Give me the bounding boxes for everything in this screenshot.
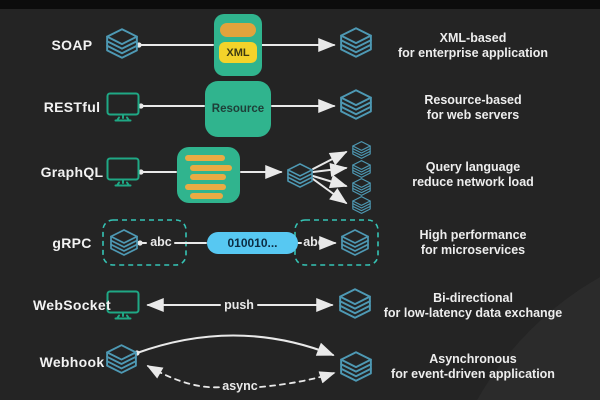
xml-payload-badge: XML — [219, 42, 257, 63]
description-websocket: Bi-directional for low-latency data exch… — [383, 291, 563, 320]
description-soap: XML-based for enterprise application — [397, 31, 549, 60]
description-grpc: High performance for microservices — [419, 228, 527, 257]
webhook-async-label: async — [222, 379, 258, 393]
server-stack-icon — [352, 141, 371, 159]
protocol-label-soap: SOAP — [51, 37, 93, 53]
server-stack-icon — [352, 196, 371, 214]
graphql-fanout-arrow-2 — [312, 162, 348, 177]
graphql-fanout-arrow-4 — [312, 178, 348, 205]
top-letterbox-bar — [0, 0, 600, 9]
graphql-fanout-arrow-1 — [312, 151, 348, 170]
resource-box: Resource — [205, 81, 271, 137]
query-line — [190, 164, 232, 171]
envelope-flap — [220, 23, 256, 37]
grpc-server-payload-label: abc — [303, 235, 325, 249]
description-restful: Resource-based for web servers — [424, 93, 522, 122]
soap-envelope-icon: XML — [214, 14, 262, 76]
description-webhook: Asynchronous for event-driven applicatio… — [391, 352, 555, 381]
protocol-label-restful: RESTful — [43, 99, 101, 115]
server-stack-icon — [287, 163, 313, 188]
webhook-request-curve — [136, 334, 335, 356]
query-line — [190, 174, 226, 180]
query-line — [185, 183, 226, 190]
webhook-async-curve-right — [259, 371, 336, 388]
query-document-icon — [177, 147, 240, 203]
query-line — [190, 193, 223, 199]
protocol-label-grpc: gRPC — [52, 235, 92, 251]
description-graphql: Query language reduce network load — [412, 160, 534, 189]
webhook-async-curve-left — [146, 365, 223, 389]
websocket-push-label: push — [224, 298, 254, 312]
protocol-label-websocket: WebSocket — [33, 297, 111, 313]
graphql-fanout-arrow-3 — [312, 174, 348, 189]
protocol-label-graphql: GraphQL — [40, 164, 104, 180]
binary-stream-pill: 010010... — [207, 232, 298, 254]
grpc-client-payload-label: abc — [150, 235, 172, 249]
query-line — [185, 155, 225, 161]
protocol-label-webhook: Webhook — [39, 354, 105, 370]
